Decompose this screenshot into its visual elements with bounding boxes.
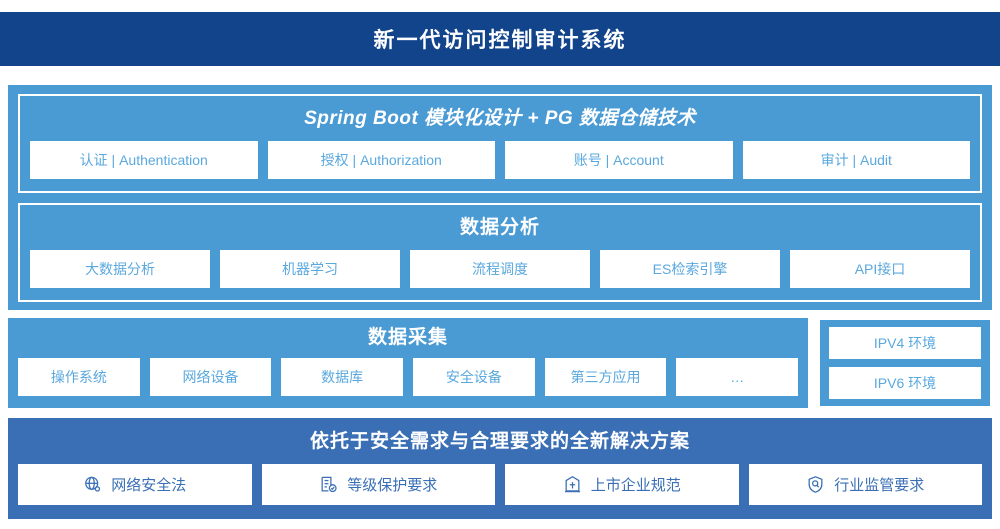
- card-label: ES检索引擎: [652, 261, 728, 277]
- environment-card-ipv6[interactable]: IPV6 环境: [829, 367, 981, 399]
- platform-panel-title: Spring Boot 模块化设计 + PG 数据仓储技术: [304, 108, 696, 129]
- compliance-card-listed-company-standard[interactable]: 上市企业规范: [505, 464, 739, 505]
- platform-card-row: 认证 | Authentication 授权 | Authorization 账…: [30, 141, 970, 179]
- analysis-panel-title: 数据分析: [459, 217, 540, 238]
- platform-card-audit[interactable]: 审计 | Audit: [742, 141, 970, 179]
- platform-card-authentication[interactable]: 认证 | Authentication: [30, 141, 258, 179]
- platform-analysis-container: Spring Boot 模块化设计 + PG 数据仓储技术 认证 | Authe…: [8, 85, 992, 310]
- analysis-card-machine-learning[interactable]: 机器学习: [220, 250, 400, 288]
- collection-card-network-device[interactable]: 网络设备: [149, 358, 272, 396]
- card-label: 审计 | Audit: [820, 152, 892, 168]
- card-label: 大数据分析: [85, 261, 155, 277]
- platform-card-authorization[interactable]: 授权 | Authorization: [267, 141, 495, 179]
- environment-card-ipv4[interactable]: IPV4 环境: [829, 327, 981, 359]
- analysis-card-row: 大数据分析 机器学习 流程调度 ES检索引擎 API接口: [30, 250, 970, 288]
- collection-card-database[interactable]: 数据库: [281, 358, 404, 396]
- compliance-card-classified-protection[interactable]: 等级保护要求: [261, 464, 495, 505]
- card-label: 认证 | Authentication: [79, 152, 208, 168]
- collection-panel: 数据采集 操作系统 网络设备 数据库 安全设备 第三方应用 …: [8, 318, 808, 408]
- card-label: 数据库: [321, 369, 364, 385]
- shield-search-icon: [806, 475, 825, 494]
- card-label: IPV4 环境: [873, 335, 937, 351]
- card-label: 机器学习: [282, 261, 338, 277]
- compliance-card-industry-regulation[interactable]: 行业监管要求: [748, 464, 982, 505]
- analysis-card-big-data[interactable]: 大数据分析: [30, 250, 210, 288]
- card-label: 上市企业规范: [590, 477, 681, 494]
- environment-panel: IPV4 环境 IPV6 环境: [818, 318, 992, 408]
- globe-icon: [83, 475, 102, 494]
- card-label: 网络设备: [182, 369, 239, 385]
- analysis-panel: 数据分析 大数据分析 机器学习 流程调度 ES检索引擎 API接口: [18, 203, 982, 302]
- compliance-panel-title: 依托于安全需求与合理要求的全新解决方案: [309, 431, 690, 452]
- compliance-card-row: 网络安全法 等级保护要求: [18, 464, 982, 505]
- analysis-card-es-search-engine[interactable]: ES检索引擎: [600, 250, 780, 288]
- card-label: 等级保护要求: [347, 477, 438, 494]
- collection-card-row: 操作系统 网络设备 数据库 安全设备 第三方应用 …: [18, 358, 799, 396]
- compliance-panel: 依托于安全需求与合理要求的全新解决方案 网络安全法: [8, 418, 992, 519]
- card-label: 行业监管要求: [834, 477, 925, 494]
- analysis-card-process-scheduling[interactable]: 流程调度: [410, 250, 590, 288]
- platform-card-account[interactable]: 账号 | Account: [505, 141, 733, 179]
- card-label: API接口: [854, 261, 906, 277]
- platform-panel: Spring Boot 模块化设计 + PG 数据仓储技术 认证 | Authe…: [18, 94, 982, 193]
- collection-card-more[interactable]: …: [676, 358, 799, 396]
- card-label: 授权 | Authorization: [320, 152, 442, 168]
- collection-row: 数据采集 操作系统 网络设备 数据库 安全设备 第三方应用 …: [8, 318, 992, 408]
- compliance-card-cybersecurity-law[interactable]: 网络安全法: [18, 464, 252, 505]
- page-title-bar: 新一代访问控制审计系统: [0, 12, 1000, 66]
- card-label: 安全设备: [445, 369, 502, 385]
- card-label: 账号 | Account: [573, 152, 664, 168]
- collection-card-third-party-app[interactable]: 第三方应用: [544, 358, 667, 396]
- collection-card-operating-system[interactable]: 操作系统: [18, 358, 140, 396]
- card-label: 第三方应用: [570, 369, 641, 385]
- page-title: 新一代访问控制审计系统: [373, 29, 627, 52]
- collection-panel-title: 数据采集: [367, 327, 448, 348]
- card-label: …: [730, 369, 745, 385]
- card-label: IPV6 环境: [873, 375, 937, 391]
- card-label: 网络安全法: [111, 477, 187, 494]
- card-label: 流程调度: [472, 261, 528, 277]
- bank-building-icon: [563, 475, 582, 494]
- card-label: 操作系统: [50, 369, 107, 385]
- collection-card-security-device[interactable]: 安全设备: [413, 358, 535, 396]
- analysis-card-api-interface[interactable]: API接口: [790, 250, 970, 288]
- document-check-icon: [319, 475, 338, 494]
